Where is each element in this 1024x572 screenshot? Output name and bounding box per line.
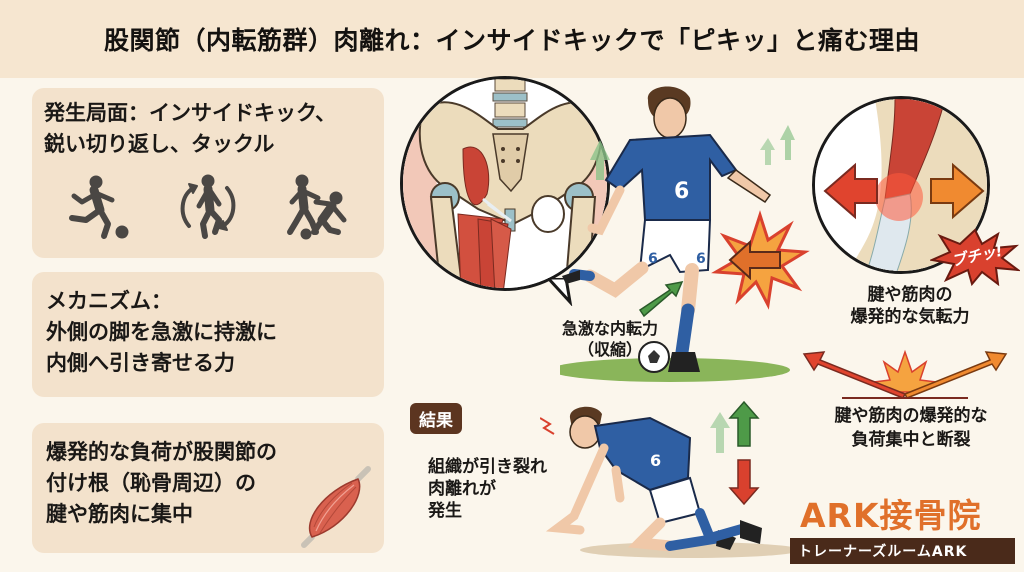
tendon-label-line-2: 爆発的な気転力 bbox=[850, 307, 970, 327]
rupture-arrows-icon bbox=[802, 349, 1008, 399]
injured-player-illustration: 6 bbox=[540, 400, 790, 558]
rupture-label: 腱や筋肉の爆発的な 負荷集中と断裂 bbox=[806, 404, 1016, 452]
cutting-turn-player-icon bbox=[180, 174, 236, 239]
speech-tail bbox=[548, 278, 573, 306]
load-line-2: 付け根（恥骨周辺）の bbox=[46, 471, 256, 495]
occurrence-line-2: 鋭い切り返し、タックル bbox=[44, 132, 275, 156]
pelvis-anatomy-zoom bbox=[400, 76, 610, 291]
muscle-icon bbox=[301, 466, 371, 548]
result-badge: 結果 bbox=[410, 403, 462, 434]
mechanism-line-1: メカニズム： bbox=[46, 289, 172, 313]
clinic-subtitle: トレーナーズルームARK bbox=[790, 538, 1015, 564]
pop-burst bbox=[930, 228, 1020, 286]
result-line-2: 肉離れが bbox=[428, 479, 496, 499]
tendon-rupture-zoom bbox=[812, 96, 990, 274]
rupture-label-line-2: 負荷集中と断裂 bbox=[851, 430, 971, 450]
kicking-player-illustration: 6 6 6 bbox=[560, 86, 810, 382]
tendon-tear-illustration bbox=[815, 99, 987, 271]
occurrence-panel: 発生局面：インサイドキック、 鋭い切り返し、タックル bbox=[32, 88, 384, 258]
svg-text:6: 6 bbox=[674, 179, 689, 204]
svg-text:6: 6 bbox=[696, 251, 706, 267]
rupture-label-line-1: 腱や筋肉の爆発的な bbox=[834, 406, 988, 426]
load-line-3: 腱や筋肉に集中 bbox=[46, 502, 193, 526]
load-line-1: 爆発的な負荷が股関節の bbox=[46, 440, 277, 464]
tendon-force-label: 腱や筋肉の 爆発的な気転力 bbox=[820, 284, 1000, 328]
tackle-players-icon bbox=[287, 174, 347, 240]
pelvis-adductor-illustration bbox=[403, 79, 607, 288]
mechanism-panel: メカニズム： 外側の脚を急激に持激に 内側へ引き寄せる力 bbox=[32, 272, 384, 397]
result-line-3: 発生 bbox=[428, 501, 462, 521]
result-line-1: 組織が引き裂れ bbox=[428, 457, 547, 477]
kicking-player-icon bbox=[68, 175, 129, 239]
adduction-label-line-2: （収縮） bbox=[577, 340, 642, 359]
page-title: 股関節（内転筋群）肉離れ：インサイドキックで「ピキッ」と痛む理由 bbox=[103, 26, 920, 55]
tendon-label-line-1: 腱や筋肉の bbox=[867, 285, 953, 305]
adduction-label-line-1: 急激な内転力 bbox=[561, 319, 658, 338]
occurrence-line-1: 発生局面：インサイドキック、 bbox=[44, 101, 337, 125]
result-text: 組織が引き裂れ 肉離れが 発生 bbox=[428, 456, 547, 522]
clinic-name: ARK接骨院 bbox=[800, 496, 982, 535]
title-banner: 股関節（内転筋群）肉離れ：インサイドキックで「ピキッ」と痛む理由 bbox=[0, 0, 1024, 78]
adduction-force-label: 急激な内転力 （収縮） bbox=[540, 318, 680, 360]
situation-icons bbox=[44, 174, 372, 240]
svg-text:6: 6 bbox=[648, 251, 658, 267]
mechanism-line-2: 外側の脚を急激に持激に bbox=[46, 320, 277, 344]
svg-text:6: 6 bbox=[650, 451, 661, 470]
clinic-logo: ARK接骨院 トレーナーズルームARK bbox=[790, 497, 1015, 564]
mechanism-line-3: 内側へ引き寄せる力 bbox=[46, 351, 235, 375]
load-panel: 爆発的な負荷が股関節の 付け根（恥骨周辺）の 腱や筋肉に集中 bbox=[32, 423, 384, 553]
